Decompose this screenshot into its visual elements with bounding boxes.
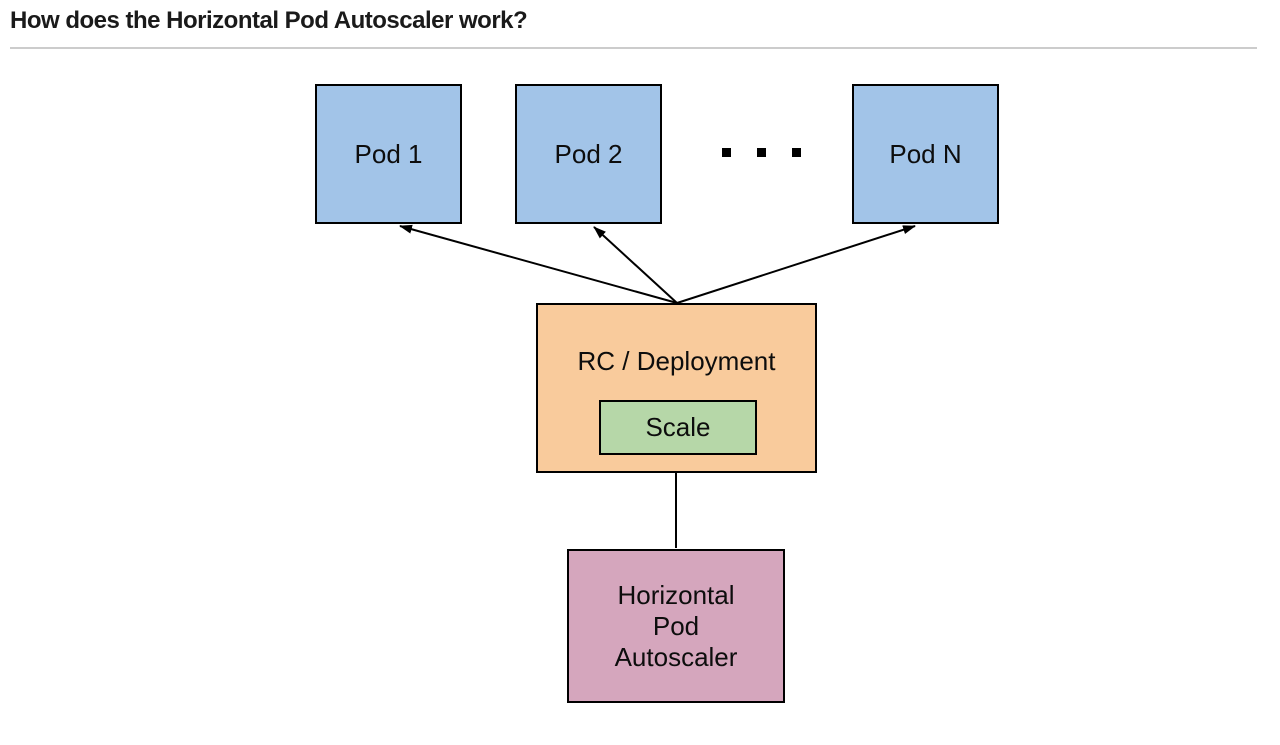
arrow-rc-to-pod-2 xyxy=(593,226,678,304)
pod-n-label: Pod N xyxy=(889,138,962,169)
pod-2-label: Pod 2 xyxy=(554,138,623,169)
horizontal-pod-autoscaler-box: Horizontal Pod Autoscaler xyxy=(567,549,785,703)
rc-deployment-label: RC / Deployment xyxy=(577,346,776,376)
ellipsis-dot xyxy=(792,148,801,157)
title-divider xyxy=(10,47,1257,49)
pod-n-box: Pod N xyxy=(852,84,999,224)
hpa-label-line: Horizontal xyxy=(617,579,735,610)
arrow-rc-to-pod-1 xyxy=(399,224,678,304)
pod-1-box: Pod 1 xyxy=(315,84,462,224)
scale-label: Scale xyxy=(645,412,711,442)
page-title: How does the Horizontal Pod Autoscaler w… xyxy=(10,7,528,34)
hpa-label-line: Pod xyxy=(652,610,700,641)
arrow-rc-to-pod-n xyxy=(676,225,916,304)
ellipsis-dot xyxy=(757,148,766,157)
pod-1-label: Pod 1 xyxy=(354,138,423,169)
pod-2-box: Pod 2 xyxy=(515,84,662,224)
ellipsis-icon xyxy=(722,148,801,157)
ellipsis-dot xyxy=(722,148,731,157)
scale-box: Scale xyxy=(599,400,757,455)
hpa-label-line: Autoscaler xyxy=(614,641,738,672)
rc-deployment-box: RC / Deployment Scale xyxy=(536,303,817,473)
